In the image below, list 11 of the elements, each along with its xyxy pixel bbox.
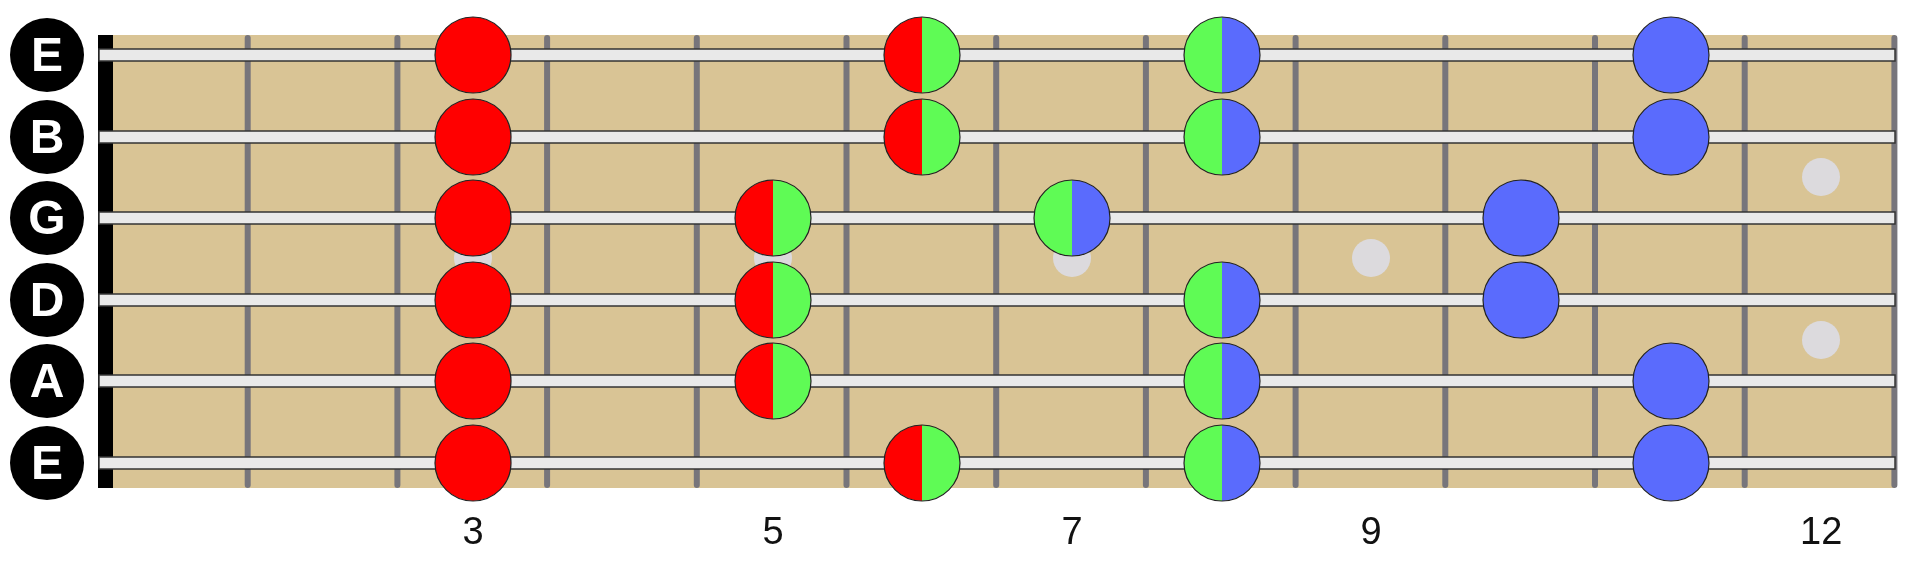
string-label: E xyxy=(10,426,84,500)
string-label: A xyxy=(10,344,84,418)
fret-number: 7 xyxy=(1061,512,1083,550)
fret-number: 9 xyxy=(1360,512,1382,550)
string-label: E xyxy=(10,18,84,92)
string-label: B xyxy=(10,100,84,174)
fret-number: 5 xyxy=(762,512,784,550)
string-label: D xyxy=(10,263,84,337)
string-label: G xyxy=(10,181,84,255)
fret-number: 12 xyxy=(1800,512,1843,550)
fret-number: 3 xyxy=(462,512,484,550)
